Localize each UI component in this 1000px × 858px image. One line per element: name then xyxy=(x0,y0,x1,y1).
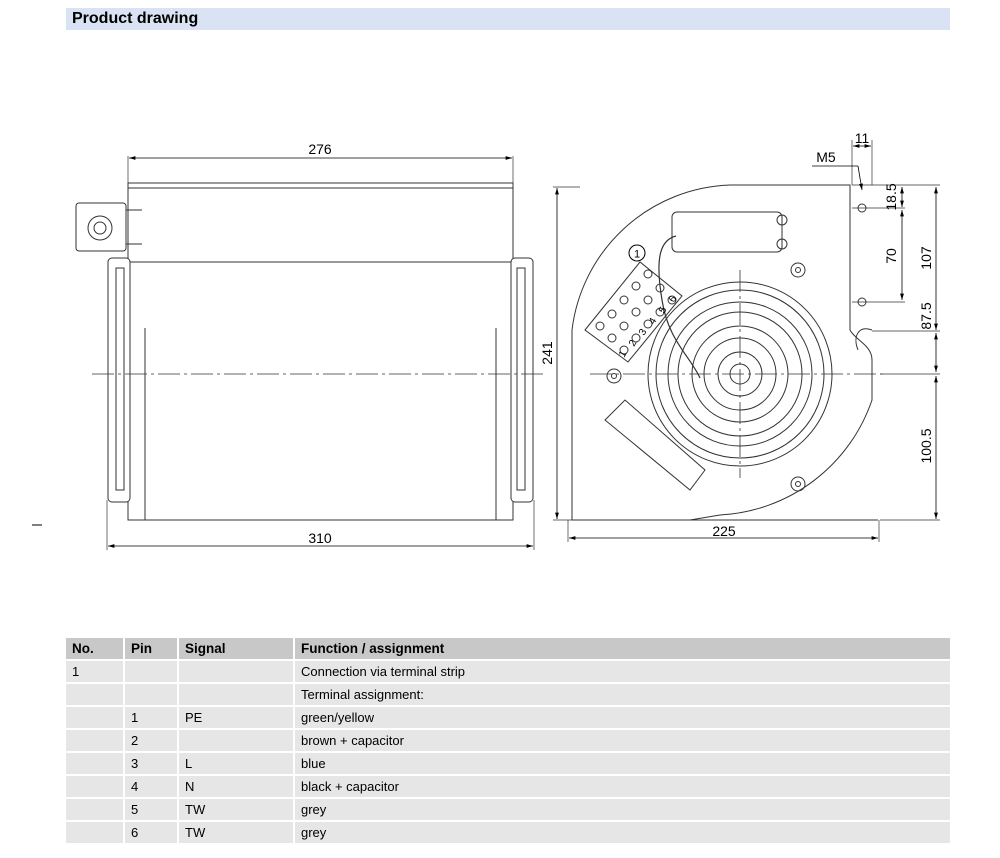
cell-pin xyxy=(125,661,179,684)
table-row: Terminal assignment: xyxy=(66,684,950,707)
cell-function: brown + capacitor xyxy=(295,730,950,753)
terminal-number: 1 xyxy=(617,349,630,360)
side-view xyxy=(75,156,545,550)
col-header-pin: Pin xyxy=(125,638,179,661)
dim-100-5: 100.5 xyxy=(918,428,934,463)
table-row: 1 Connection via terminal strip xyxy=(66,661,950,684)
cell-signal xyxy=(179,730,295,753)
terminal-numbers: 1 2 3 4 5 6 xyxy=(617,294,680,360)
table-row: 3 L blue xyxy=(66,753,950,776)
section-header: Product drawing xyxy=(66,8,950,30)
terminal-number: 5 xyxy=(657,305,670,316)
terminal-number: 2 xyxy=(627,338,640,349)
cell-signal: N xyxy=(179,776,295,799)
table-row: 1 PE green/yellow xyxy=(66,707,950,730)
dimension-labels: 276 310 241 225 M5 11 18.5 70 107 87.5 1… xyxy=(308,130,934,546)
dim-height: 241 xyxy=(539,341,555,365)
dim-side-width: 225 xyxy=(712,523,736,539)
table-header-row: No. Pin Signal Function / assignment xyxy=(66,638,950,661)
table-row: 2 brown + capacitor xyxy=(66,730,950,753)
cell-signal: TW xyxy=(179,799,295,822)
cell-signal xyxy=(179,661,295,684)
cell-no xyxy=(66,707,125,730)
terminal-number: 4 xyxy=(647,316,660,327)
callout-circle xyxy=(628,244,646,262)
cell-no xyxy=(66,753,125,776)
section-title: Product drawing xyxy=(72,10,199,27)
table-row: 5 TW grey xyxy=(66,799,950,822)
cell-no xyxy=(66,822,125,845)
dim-70: 70 xyxy=(883,248,899,264)
cell-no xyxy=(66,776,125,799)
cell-pin: 1 xyxy=(125,707,179,730)
cell-no xyxy=(66,799,125,822)
callout-label: 1 xyxy=(634,249,640,261)
cell-pin: 6 xyxy=(125,822,179,845)
cell-pin: 3 xyxy=(125,753,179,776)
cell-pin xyxy=(125,684,179,707)
cell-function: green/yellow xyxy=(295,707,950,730)
cell-no: 1 xyxy=(66,661,125,684)
dim-top-width: 276 xyxy=(308,141,332,157)
cell-no xyxy=(66,730,125,753)
dim-18-5: 18.5 xyxy=(883,183,899,210)
col-header-function: Function / assignment xyxy=(295,638,950,661)
cell-pin: 5 xyxy=(125,799,179,822)
terminal-number: 3 xyxy=(637,327,650,338)
cell-function: Terminal assignment: xyxy=(295,684,950,707)
cell-function: Connection via terminal strip xyxy=(295,661,950,684)
product-drawing: 1 1 2 3 4 5 6 276 310 241 225 M5 11 18.5… xyxy=(32,130,940,550)
table-row: 4 N black + capacitor xyxy=(66,776,950,799)
dim-bottom-width: 310 xyxy=(308,530,332,546)
col-header-no: No. xyxy=(66,638,125,661)
cell-pin: 4 xyxy=(125,776,179,799)
cell-signal xyxy=(179,684,295,707)
cell-pin: 2 xyxy=(125,730,179,753)
table-row: 6 TW grey xyxy=(66,822,950,845)
terminal-number: 6 xyxy=(667,294,680,305)
cell-function: grey xyxy=(295,799,950,822)
dim-87-5: 87.5 xyxy=(918,302,934,329)
front-view xyxy=(553,140,940,542)
cell-function: black + capacitor xyxy=(295,776,950,799)
cell-function: blue xyxy=(295,753,950,776)
cell-function: grey xyxy=(295,822,950,845)
dim-11: 11 xyxy=(855,130,870,146)
cell-signal: PE xyxy=(179,707,295,730)
cell-signal: L xyxy=(179,753,295,776)
cell-signal: TW xyxy=(179,822,295,845)
pin-assignment-table: No. Pin Signal Function / assignment 1 C… xyxy=(66,638,950,845)
col-header-signal: Signal xyxy=(179,638,295,661)
dim-107: 107 xyxy=(918,246,934,270)
dim-m5: M5 xyxy=(816,149,836,165)
cell-no xyxy=(66,684,125,707)
